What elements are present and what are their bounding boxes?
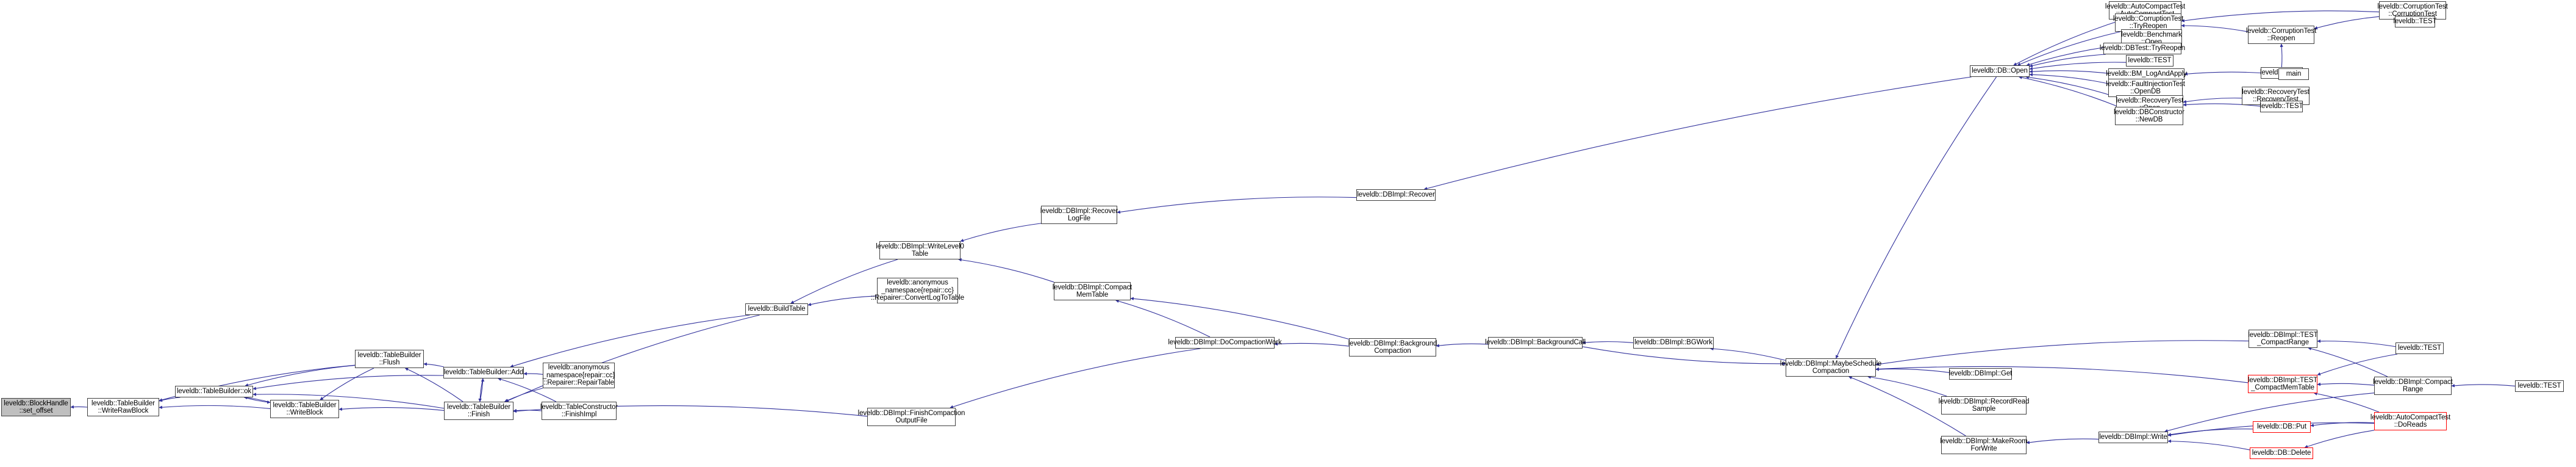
graph-node[interactable]: leveldb::FaultInjectionTest ::OpenDB bbox=[2106, 79, 2185, 97]
graph-edge bbox=[2167, 439, 2250, 451]
graph-node[interactable]: leveldb::TEST bbox=[2126, 55, 2174, 67]
graph-edge bbox=[1115, 299, 1211, 338]
graph-edge bbox=[252, 375, 444, 390]
graph-edge bbox=[958, 258, 1054, 283]
graph-edge bbox=[423, 362, 444, 367]
graph-node[interactable]: leveldb::DB::Open bbox=[1970, 65, 2030, 77]
graph-edge bbox=[2317, 382, 2375, 386]
graph-node[interactable]: leveldb::BlockHandle ::set_offset bbox=[1, 398, 71, 416]
graph-node[interactable]: leveldb::DBImpl::WriteLevel0 Table bbox=[876, 241, 964, 259]
graph-node[interactable]: leveldb::DBImpl::Get bbox=[1949, 368, 2012, 380]
graph-node[interactable]: leveldb::anonymous _namespace{repair::cc… bbox=[543, 363, 615, 388]
graph-node[interactable]: leveldb::TableBuilder::ok bbox=[175, 386, 253, 397]
graph-node[interactable]: leveldb::DBImpl::Background Compaction bbox=[1348, 338, 1437, 357]
graph-edge bbox=[2181, 10, 2380, 23]
graph-edge bbox=[1875, 366, 2249, 383]
graph-node[interactable]: leveldb::DBImpl::RecordRead Sample bbox=[1939, 396, 2030, 415]
graph-node[interactable]: leveldb::TEST bbox=[2515, 380, 2564, 392]
graph-edge bbox=[2167, 429, 2253, 436]
graph-edge bbox=[2314, 16, 2380, 30]
graph-edge bbox=[479, 378, 485, 402]
graph-node[interactable]: leveldb::TableBuilder ::WriteRawBlock bbox=[87, 398, 159, 416]
graph-edge bbox=[320, 367, 374, 400]
graph-edge bbox=[2181, 24, 2249, 32]
graph-node[interactable]: leveldb::DB::Put bbox=[2253, 421, 2311, 433]
graph-edge bbox=[1130, 297, 1350, 340]
graph-edge bbox=[1875, 367, 1950, 373]
graph-node[interactable]: leveldb::TableBuilder ::Flush bbox=[355, 350, 424, 368]
graph-edge bbox=[1582, 346, 1786, 366]
graph-edge bbox=[2451, 383, 2516, 388]
graph-node[interactable]: leveldb::BuildTable bbox=[745, 303, 808, 315]
graph-edge bbox=[505, 314, 760, 402]
graph-node[interactable]: leveldb::DBImpl::Recover LogFile bbox=[1040, 206, 1118, 224]
graph-node[interactable]: leveldb::DBImpl::BackgroundCall bbox=[1485, 337, 1586, 349]
graph-edge bbox=[2026, 438, 2099, 444]
graph-edge bbox=[2183, 98, 2242, 104]
graph-node[interactable]: leveldb::TEST bbox=[2260, 101, 2303, 112]
graph-node[interactable]: leveldb::TEST bbox=[2395, 342, 2444, 354]
graph-edge bbox=[2025, 75, 2117, 98]
graph-node[interactable]: leveldb::DBImpl::Write bbox=[2098, 432, 2168, 443]
graph-edge bbox=[2317, 339, 2396, 347]
graph-edge bbox=[1423, 76, 1972, 190]
graph-node[interactable]: leveldb::DBTest::TryReopen bbox=[2100, 43, 2185, 54]
graph-node[interactable]: leveldb::DBImpl::DoCompactionWork bbox=[1168, 337, 1282, 349]
graph-edge bbox=[510, 314, 750, 368]
graph-edge bbox=[159, 405, 271, 409]
graph-node[interactable]: leveldb::CorruptionTest ::Reopen bbox=[2246, 26, 2316, 44]
graph-node[interactable]: leveldb::DBImpl::Compact Range bbox=[2373, 377, 2453, 395]
graph-edge bbox=[1709, 347, 1786, 361]
graph-edge bbox=[807, 295, 878, 306]
graph-edge bbox=[2304, 430, 2375, 448]
graph-node[interactable]: leveldb::DBImpl::TEST _CompactRange bbox=[2248, 330, 2318, 348]
graph-edge bbox=[950, 348, 1201, 409]
graph-edge bbox=[244, 397, 271, 404]
graph-edge bbox=[2310, 422, 2375, 427]
graph-node[interactable]: leveldb::DBImpl::MakeRoom ForWrite bbox=[1940, 436, 2028, 454]
graph-node[interactable]: leveldb::DBImpl::Recover bbox=[1356, 189, 1436, 201]
graph-node[interactable]: main bbox=[2278, 68, 2309, 80]
graph-edge bbox=[2313, 392, 2380, 413]
graph-edge bbox=[478, 378, 484, 402]
graph-node[interactable]: leveldb::TEST bbox=[2394, 16, 2437, 27]
graph-node[interactable]: leveldb::TableBuilder ::WriteBlock bbox=[270, 400, 339, 418]
graph-edge bbox=[1836, 76, 1997, 359]
graph-node[interactable]: leveldb::BM_LogAndApply bbox=[2106, 68, 2187, 80]
graph-edge bbox=[159, 397, 181, 402]
graph-node[interactable]: leveldb::anonymous _namespace{repair::cc… bbox=[871, 278, 964, 303]
graph-node[interactable]: leveldb::TableBuilder ::Finish bbox=[444, 402, 513, 420]
graph-node[interactable]: leveldb::DBImpl::FinishCompaction Output… bbox=[858, 408, 965, 426]
graph-node[interactable]: leveldb::DBImpl::MaybeSchedule Compactio… bbox=[1780, 358, 1881, 377]
graph-edge bbox=[2308, 347, 2388, 377]
graph-edge bbox=[1274, 342, 1350, 347]
graph-edge bbox=[2029, 54, 2106, 68]
graph-edge bbox=[1867, 375, 1947, 397]
graph-edge bbox=[1436, 343, 1489, 347]
graph-edge bbox=[245, 364, 356, 387]
graph-edge bbox=[243, 396, 271, 403]
graph-edge bbox=[2317, 353, 2398, 376]
graph-edge bbox=[2029, 70, 2109, 74]
graph-edge bbox=[2280, 43, 2283, 68]
graph-node[interactable]: leveldb::DBImpl::Compact MemTable bbox=[1053, 282, 1132, 300]
graph-node[interactable]: leveldb::AutoCompactTest ::DoReads bbox=[2370, 412, 2450, 430]
graph-node[interactable]: leveldb::DBImpl::BGWork bbox=[1633, 337, 1714, 349]
graph-edge bbox=[1875, 340, 2249, 366]
graph-edge bbox=[338, 407, 445, 411]
graph-node[interactable]: leveldb::CorruptionTest ::TryReopen bbox=[2113, 13, 2183, 32]
graph-node[interactable]: leveldb::DBConstructor ::NewDB bbox=[2114, 107, 2184, 125]
graph-edge bbox=[1117, 197, 1357, 214]
graph-edge bbox=[2029, 73, 2109, 84]
graph-edge bbox=[504, 388, 543, 402]
graph-node[interactable]: leveldb::DBImpl::TEST _CompactMemTable bbox=[2248, 375, 2317, 393]
graph-edge bbox=[1582, 341, 1634, 344]
graph-node[interactable]: leveldb::TableBuilder::Add bbox=[443, 367, 524, 378]
graph-node[interactable]: leveldb::DB::Delete bbox=[2250, 447, 2313, 459]
graph-edge bbox=[2019, 76, 2119, 107]
graph-edge bbox=[960, 223, 1042, 242]
graph-edge bbox=[513, 408, 542, 413]
graph-node[interactable]: leveldb::TableConstructor ::FinishImpl bbox=[540, 402, 618, 420]
